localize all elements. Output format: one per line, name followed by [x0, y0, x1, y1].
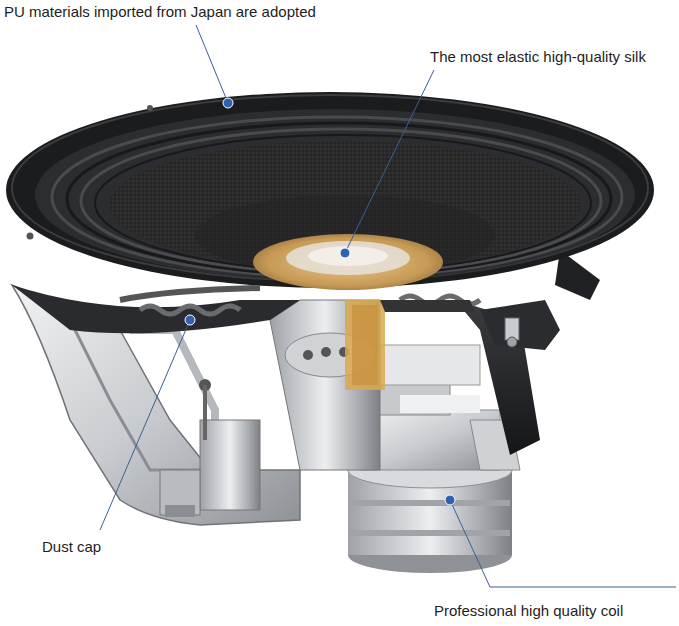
callout-label: Professional high quality coil [434, 602, 623, 620]
callout-label: The most elastic high-quality silk [430, 48, 646, 66]
callout-label: Dust cap [42, 538, 101, 556]
callout-label: PU materials imported from Japan are ado… [4, 3, 316, 21]
